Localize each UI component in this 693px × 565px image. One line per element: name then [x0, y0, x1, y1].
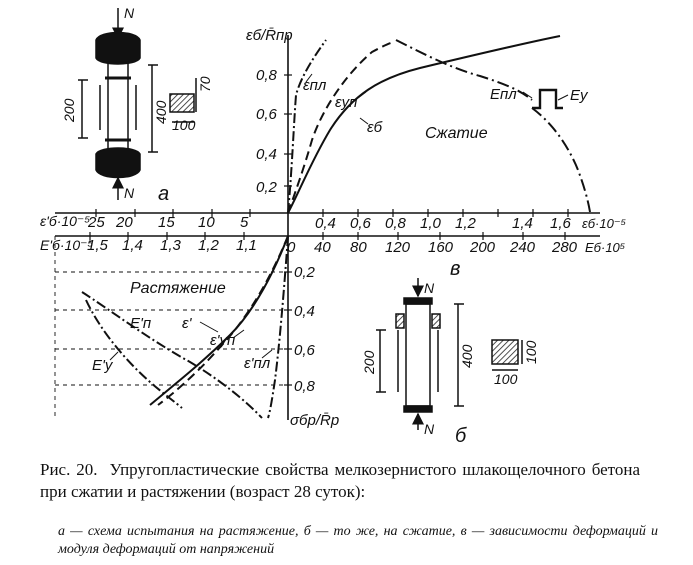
bottom-y-tick: 0,6	[294, 342, 316, 359]
e-neg-title: E'б·10⁻⁵	[40, 237, 94, 253]
eps-neg-title: ε'б·10⁻⁵	[40, 213, 90, 229]
specimen-a-dim-70: 70	[197, 76, 213, 92]
curve-eps-up-prime	[157, 235, 289, 406]
e-tick: 0	[287, 239, 296, 256]
curve-E-pl	[395, 39, 533, 101]
figure-20: εб/R̄пр 0,2 0,4 0,6 0,8 0,4 0,6 0,8 1,0 …	[40, 5, 627, 447]
top-y-tick: 0,2	[256, 179, 278, 196]
caption-text: Упругопластические свойства мелкозернист…	[40, 460, 641, 501]
label-E-u-prime: E'у	[92, 357, 114, 374]
label-E-p-prime: E'п	[130, 315, 151, 332]
curve-eps-b	[287, 35, 561, 214]
curve-eps-up	[287, 41, 396, 214]
e-neg-tick: 1,4	[122, 237, 143, 254]
figure-caption: Рис. 20. Упругопластические свойства мел…	[40, 459, 640, 503]
label-E-pl: Eпл	[490, 86, 517, 103]
label-eps-pl: εпл	[303, 77, 327, 94]
bottom-y-tick: 0,2	[294, 264, 316, 281]
e-tick: 280	[551, 239, 578, 256]
e-tick: 200	[469, 239, 496, 256]
jump-marker	[532, 88, 563, 110]
e-tick: 80	[350, 239, 367, 256]
specimen-a-dim-400: 400	[153, 100, 169, 124]
label-eps-pl-prime: ε'пл	[244, 355, 271, 372]
curve-E-p-prime	[81, 291, 263, 419]
specimen-b	[376, 278, 523, 430]
eps-neg-tick: 5	[240, 214, 249, 231]
label-eps-b: εб	[367, 119, 383, 136]
eps-tick: 1,0	[420, 215, 442, 232]
top-y-tick: 0,8	[256, 67, 278, 84]
bottom-y-tick: 0,4	[294, 303, 315, 320]
eps-tick: 0,6	[350, 215, 372, 232]
eps-neg-tick: 15	[158, 214, 175, 231]
e-tick: 240	[509, 239, 536, 256]
panel-letter-v: в	[450, 258, 460, 280]
e-neg-tick: 1,5	[87, 237, 109, 254]
label-E-u: Eу	[570, 87, 589, 104]
eps-tick: 0,4	[315, 215, 336, 232]
curve-E-u-prime	[85, 299, 183, 409]
e-neg-tick: 1,3	[160, 237, 182, 254]
label-eps-prime: ε'	[182, 315, 193, 332]
eps-tick: 0,8	[385, 215, 407, 232]
panel-letter-a: а	[158, 183, 169, 205]
eps-neg-tick: 10	[198, 214, 215, 231]
eps-neg-tick: 25	[87, 214, 105, 231]
compression-curves	[287, 35, 591, 214]
e-tick: 160	[428, 239, 454, 256]
specimen-b-dim-400: 400	[459, 344, 475, 368]
curve-E-u	[531, 107, 591, 213]
panel-letter-b: б	[455, 425, 467, 447]
caption-note: а — схема испытания на растяжение, б — т…	[58, 524, 658, 557]
e-neg-tick: 1,2	[198, 237, 220, 254]
bottom-y-axis-title: σбр/R̄р	[290, 412, 339, 429]
label-eps-up: εуп	[335, 94, 357, 111]
specimen-a	[78, 8, 197, 200]
top-y-tick: 0,6	[256, 106, 278, 123]
bottom-y-tick: 0,8	[294, 378, 316, 395]
eps-unit: εб·10⁻⁵	[582, 216, 627, 231]
specimen-b-dim-200: 200	[361, 350, 377, 375]
curve-eps-prime	[149, 235, 289, 406]
specimen-b-dim-100-side: 100	[523, 340, 539, 364]
curve-eps-pl-prime	[267, 235, 289, 419]
specimen-a-dim-200: 200	[61, 98, 77, 123]
axes	[54, 35, 600, 420]
curve-eps-pl	[287, 39, 327, 214]
eps-tick: 1,6	[550, 215, 572, 232]
specimen-a-dim-100: 100	[172, 117, 196, 133]
eps-tick: 1,2	[455, 215, 477, 232]
e-neg-tick: 1,1	[236, 237, 257, 254]
specimen-b-force-top: N	[424, 280, 435, 296]
label-eps-up-prime: ε'уп	[210, 332, 235, 349]
specimen-b-dim-100-bottom: 100	[494, 371, 518, 387]
label-tension: Растяжение	[130, 280, 226, 297]
e-tick: 40	[314, 239, 331, 256]
specimen-b-force-bottom: N	[424, 421, 435, 437]
e-tick: 120	[385, 239, 411, 256]
e-unit: Eб·10⁵	[585, 240, 626, 255]
eps-tick: 1,4	[512, 215, 533, 232]
top-y-tick: 0,4	[256, 146, 277, 163]
specimen-a-force-bottom: N	[124, 185, 135, 201]
top-y-axis-title: εб/R̄пр	[246, 27, 293, 44]
eps-neg-tick: 20	[115, 214, 133, 231]
label-compression: Сжатие	[425, 125, 488, 142]
caption-number: Рис. 20.	[40, 460, 98, 479]
specimen-a-force-top: N	[124, 5, 135, 21]
tension-curves	[81, 235, 289, 419]
